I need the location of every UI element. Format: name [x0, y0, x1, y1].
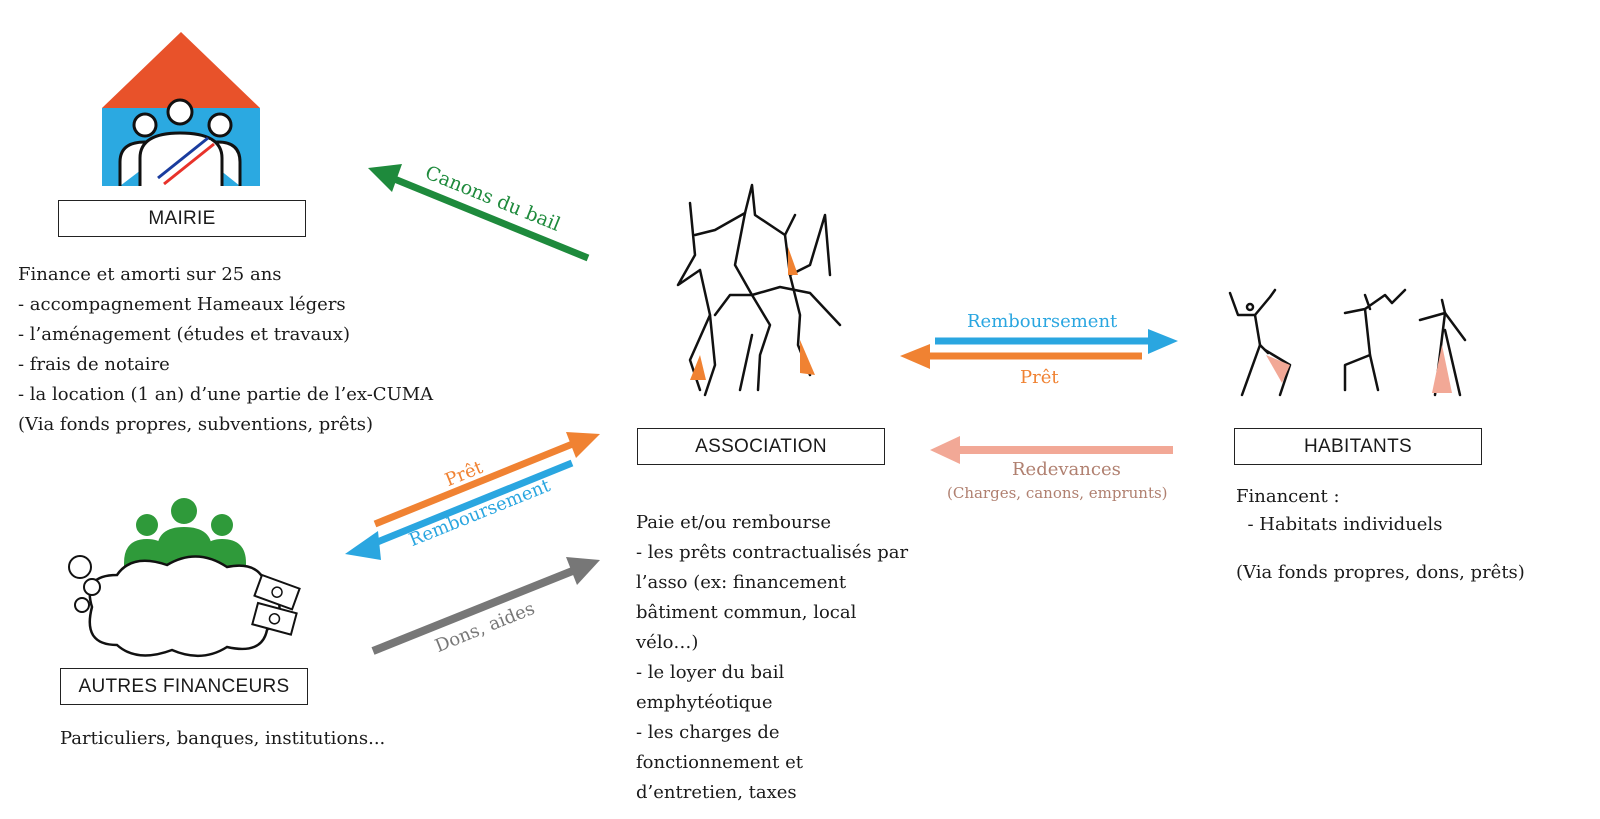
association-line: d’entretien, taxes: [636, 782, 797, 803]
association-description: Paie et/ou rembourse - les prêts contrac…: [636, 508, 908, 808]
habitants-label: HABITANTS: [1234, 428, 1482, 465]
mairie-line: - l’aménagement (études et travaux): [18, 324, 350, 345]
flow-label-pret-habitants: Prêt: [1020, 367, 1059, 388]
town-hall-icon: [102, 32, 260, 186]
arrowhead-pret-autres: [566, 432, 600, 458]
association-line: - les charges de: [636, 722, 780, 743]
association-line: - le loyer du bail: [636, 662, 785, 683]
autres-description: Particuliers, banques, institutions...: [60, 724, 385, 754]
habitants-line: [1236, 539, 1525, 559]
association-line: emphytéotique: [636, 692, 773, 713]
arrowhead-remb-autres: [345, 531, 381, 560]
mairie-label: MAIRIE: [58, 200, 306, 237]
mairie-description: Finance et amorti sur 25 ans - accompagn…: [18, 260, 433, 440]
habitants-line: Financent :: [1236, 486, 1340, 507]
association-label: ASSOCIATION: [637, 428, 885, 465]
arrow-dons: [371, 566, 577, 655]
autres-financeurs-label: AUTRES FINANCEURS: [60, 668, 308, 705]
arrow-canons: [390, 174, 590, 262]
flow-label-remboursement-habitants: Remboursement: [967, 311, 1118, 332]
mairie-line: - la location (1 an) d’une partie de l’e…: [18, 384, 434, 405]
habitants-description: Financent : - Habitats individuels (Via …: [1236, 483, 1525, 587]
association-line: Paie et/ou rembourse: [636, 512, 832, 533]
arrowhead-dons: [566, 557, 600, 585]
habitants-line: - Habitats individuels: [1236, 514, 1443, 535]
mairie-line: - accompagnement Hameaux légers: [18, 294, 346, 315]
arrow-remb-autres: [368, 459, 574, 549]
habitants-people-icon: [1228, 288, 1467, 397]
arrowhead-remb-habitants: [1148, 329, 1178, 354]
funders-cloud-icon: [68, 498, 301, 657]
association-line: bâtiment commun, local: [636, 602, 857, 623]
association-line: - les prêts contractualisés par: [636, 542, 909, 563]
mairie-line: Finance et amorti sur 25 ans: [18, 264, 282, 285]
mairie-line: - frais de notaire: [18, 354, 170, 375]
association-line: vélo…): [636, 632, 699, 653]
arrowhead-redevances: [930, 436, 960, 464]
association-line: fonctionnement et: [636, 752, 803, 773]
flow-label-redevances: Redevances: [1012, 459, 1121, 480]
arrow-pret-autres: [373, 439, 577, 528]
autres-line: Particuliers, banques, institutions...: [60, 728, 386, 749]
association-line: l’asso (ex: financement: [636, 572, 847, 593]
arrowhead-pret-habitants: [900, 344, 930, 369]
association-people-icon: [676, 183, 842, 397]
arrowhead-canons: [368, 164, 402, 192]
mairie-line: (Via fonds propres, subventions, prêts): [18, 414, 374, 435]
habitants-line: (Via fonds propres, dons, prêts): [1236, 562, 1525, 583]
flow-label-redevances-detail: (Charges, canons, emprunts): [947, 484, 1168, 502]
